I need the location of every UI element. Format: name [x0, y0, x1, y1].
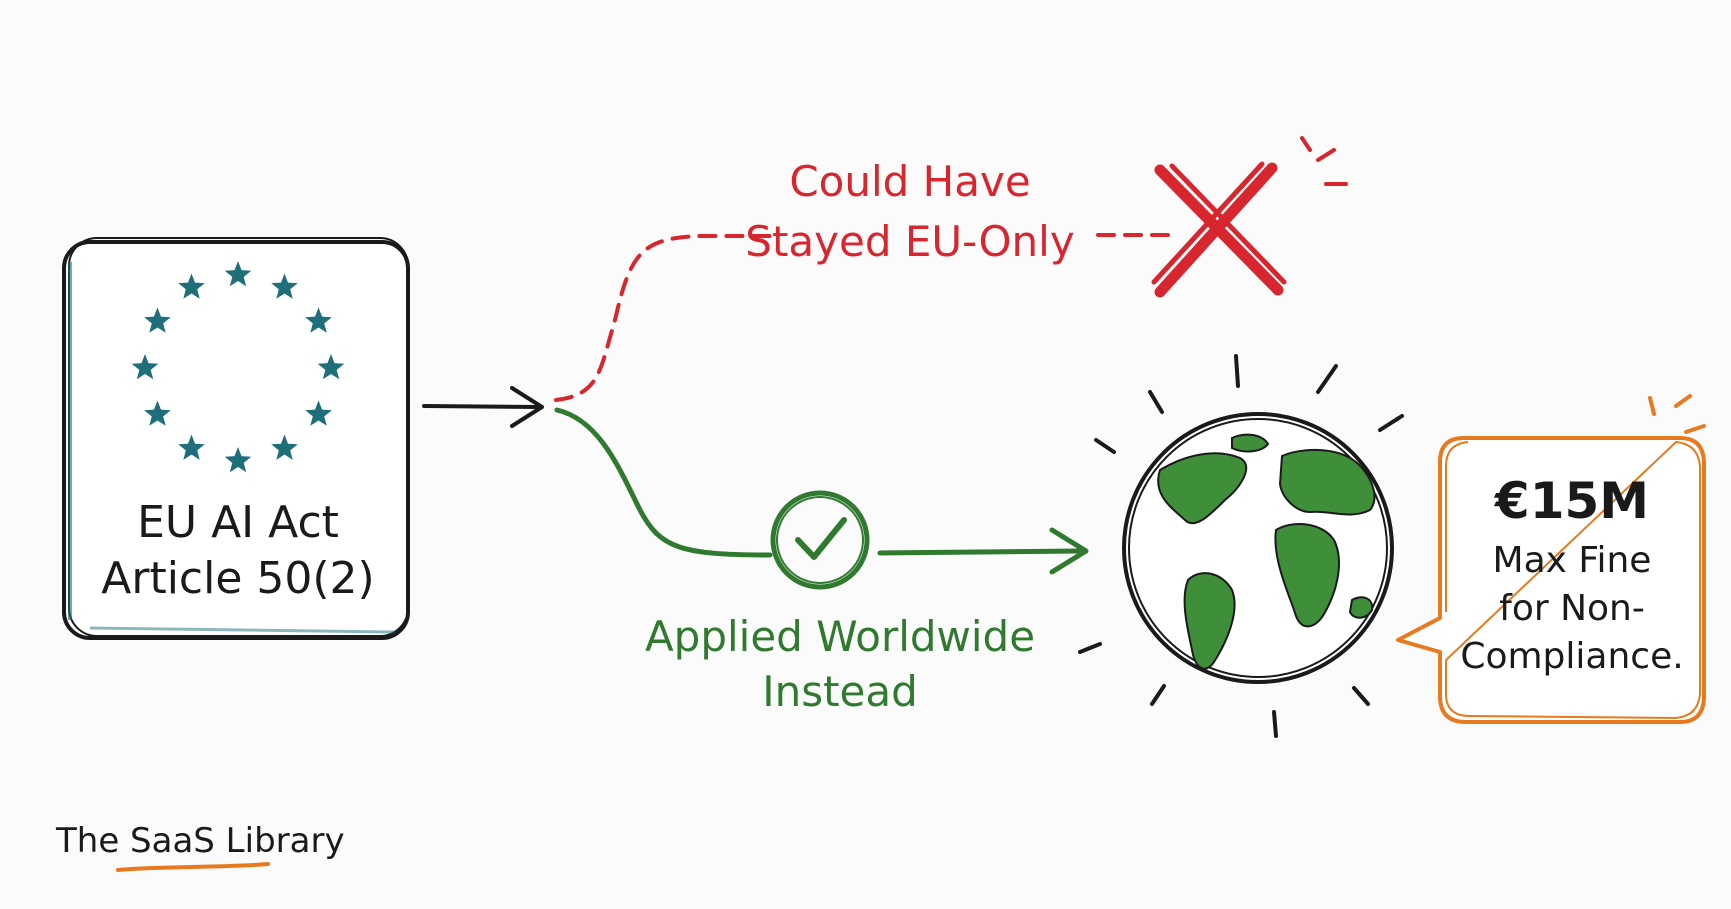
- rejected-label-line1: Could Have: [789, 157, 1030, 206]
- source-title-line1: EU AI Act: [137, 497, 339, 548]
- eu-star: [271, 434, 298, 460]
- eu-star: [305, 400, 332, 426]
- source-title-line2: Article 50(2): [101, 553, 374, 604]
- check-circle-icon: [770, 490, 870, 590]
- rejected-path: Could Have Stayed EU-Only: [554, 136, 1348, 402]
- fine-amount: €15M: [1494, 472, 1649, 530]
- eu-star: [224, 261, 252, 287]
- fine-line2: for Non-: [1499, 588, 1645, 629]
- eu-star: [131, 354, 159, 380]
- fine-line3: Compliance.: [1460, 636, 1683, 677]
- eu-star: [144, 400, 171, 426]
- x-mark-icon: [1151, 136, 1348, 298]
- source-box: EU AI Act Article 50(2): [62, 237, 410, 640]
- eu-star: [317, 354, 345, 380]
- globe-icon: [1078, 354, 1404, 738]
- eu-star: [144, 307, 171, 333]
- chosen-label-line1: Applied Worldwide: [645, 612, 1035, 661]
- chosen-label-line2: Instead: [762, 667, 918, 716]
- eu-star: [178, 273, 205, 299]
- rejected-label-line2: Stayed EU-Only: [745, 217, 1074, 266]
- fine-line1: Max Fine: [1493, 540, 1652, 581]
- brand-logo: The SaaS Library: [55, 821, 345, 872]
- eu-stars-icon: [131, 261, 345, 473]
- eu-star: [271, 273, 298, 299]
- source-arrow: [422, 386, 544, 428]
- eu-star: [224, 447, 252, 473]
- chosen-path: Applied Worldwide Instead: [554, 407, 1089, 716]
- eu-star: [305, 307, 332, 333]
- eu-star: [178, 434, 205, 460]
- fine-callout: €15M Max Fine for Non- Compliance.: [1396, 394, 1706, 724]
- brand-name: The SaaS Library: [55, 821, 345, 861]
